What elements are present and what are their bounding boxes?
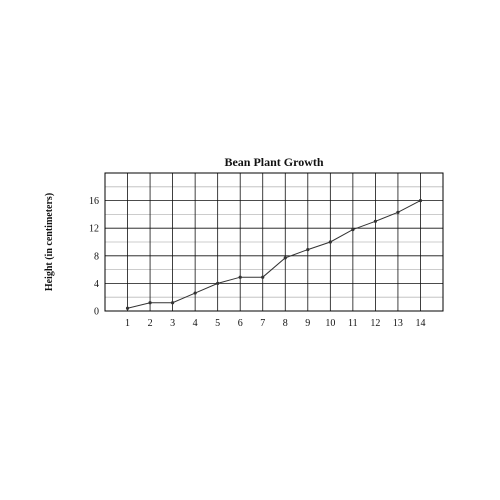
chart-title: Bean Plant Growth — [224, 155, 323, 169]
data-point — [306, 247, 310, 252]
y-tick-label: 16 — [89, 196, 99, 207]
data-point — [238, 275, 242, 279]
data-point — [351, 227, 355, 232]
data-point — [283, 256, 287, 260]
grid — [104, 172, 444, 312]
y-tick-label: 0 — [94, 307, 99, 318]
y-tick-label: 12 — [89, 224, 99, 235]
data-point — [328, 240, 332, 244]
series-line — [127, 200, 421, 309]
series-height — [125, 199, 423, 310]
x-tick-label: 14 — [415, 318, 425, 329]
data-point — [261, 275, 265, 279]
data-point — [193, 291, 197, 295]
x-tick-label: 4 — [193, 318, 198, 329]
x-tick-label: 10 — [325, 318, 335, 329]
y-axis-label: Height (in centimeters) — [44, 193, 55, 291]
x-tick-label: 2 — [148, 318, 153, 329]
x-tick-label: 11 — [348, 318, 358, 329]
x-tick-label: 5 — [215, 318, 220, 329]
data-point — [216, 281, 220, 285]
data-point — [373, 219, 377, 223]
x-tick-label: 6 — [238, 318, 243, 329]
data-point — [125, 306, 130, 310]
x-tick-label: 7 — [260, 318, 265, 329]
x-tick-label: 8 — [283, 318, 288, 329]
x-tick-label: 13 — [393, 318, 403, 329]
y-tick-label: 4 — [94, 279, 99, 290]
x-tick-label: 9 — [305, 318, 310, 329]
y-tick-label: 8 — [94, 251, 99, 262]
data-point — [171, 301, 175, 305]
x-tick-label: 3 — [170, 318, 175, 329]
x-tick-label: 12 — [370, 318, 380, 329]
data-point — [396, 210, 400, 214]
data-point — [418, 199, 423, 203]
data-point — [148, 301, 152, 305]
x-tick-label: 1 — [125, 318, 130, 329]
plot-frame — [104, 172, 444, 312]
